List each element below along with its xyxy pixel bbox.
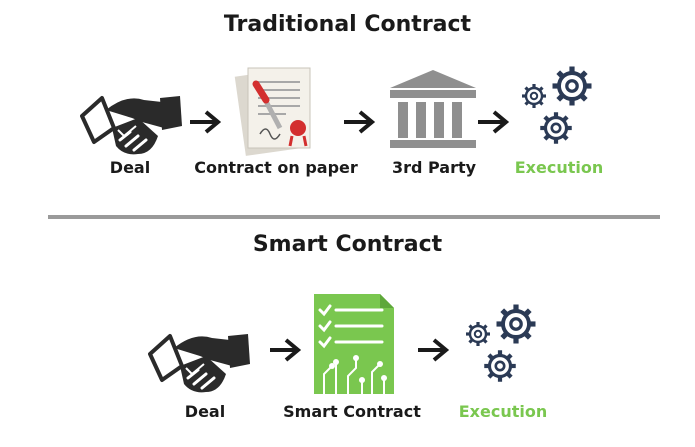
smart-step-label-smart-contract: Smart Contract: [283, 402, 421, 421]
arrow-icon: [342, 110, 374, 134]
gears-icon: [464, 300, 550, 392]
gears-icon: [520, 62, 606, 154]
section-divider: [48, 215, 660, 219]
step-label-deal: Deal: [109, 158, 151, 177]
arrow-icon: [476, 110, 508, 134]
arrow-icon: [188, 110, 220, 134]
digital-contract-icon: [314, 294, 394, 394]
handshake-icon: [148, 332, 252, 395]
smart-step-label-deal: Deal: [184, 402, 226, 421]
smart-title: Smart Contract: [252, 232, 443, 257]
step-label-3rd-party: 3rd Party: [391, 158, 477, 177]
bank-building-icon: [390, 70, 476, 148]
arrow-icon: [268, 338, 300, 362]
step-label-execution: Execution: [514, 158, 604, 177]
traditional-title: Traditional Contract: [223, 12, 472, 37]
paper-contract-icon: [234, 67, 311, 156]
arrow-icon: [416, 338, 448, 362]
step-label-contract-on-paper: Contract on paper: [194, 158, 358, 177]
smart-step-label-execution: Execution: [458, 402, 548, 421]
handshake-icon: [80, 94, 184, 157]
